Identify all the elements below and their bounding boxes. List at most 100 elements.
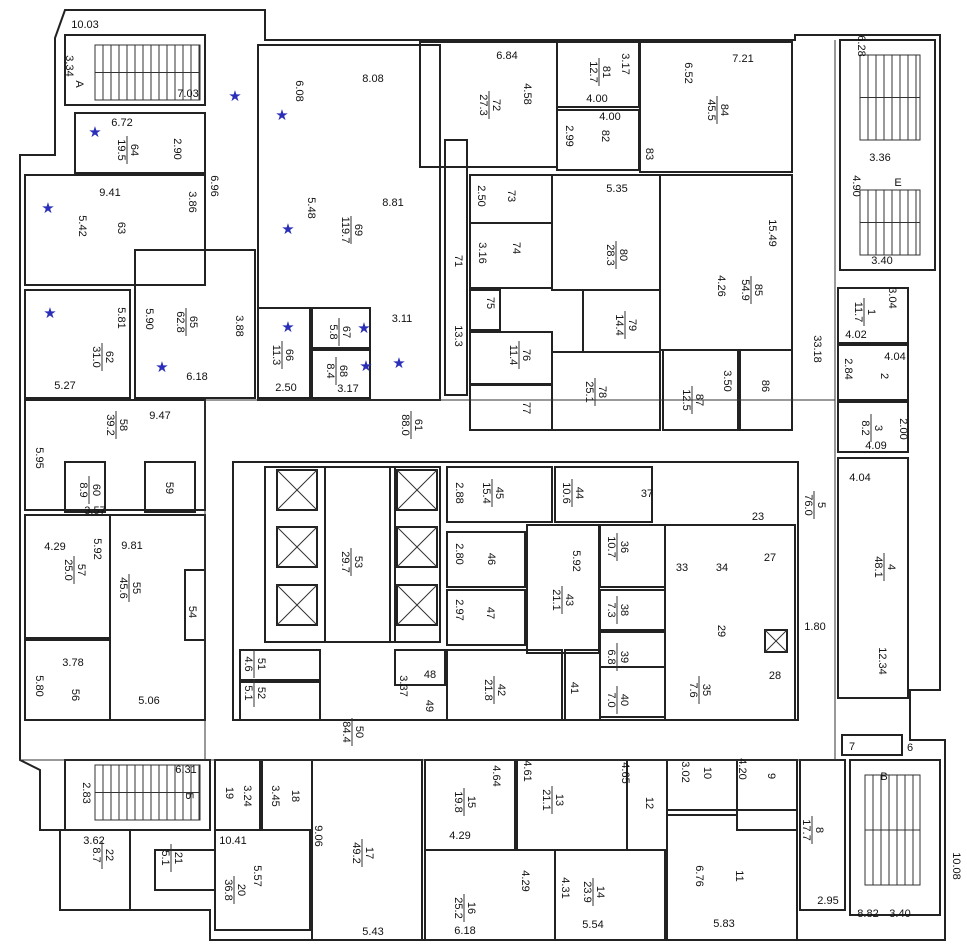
elevator-icon <box>396 469 438 511</box>
room-wall <box>837 457 909 699</box>
room-wall <box>239 681 321 721</box>
room-wall <box>59 829 131 911</box>
room-wall <box>664 524 796 721</box>
room-wall <box>551 351 661 431</box>
room-label: 525.1 <box>242 679 267 707</box>
room-wall <box>24 289 131 399</box>
stair-icon <box>864 774 921 886</box>
room-label: 407.0 <box>605 686 630 714</box>
dimension-label: 5.92 <box>91 538 103 559</box>
dimension-label: 10.08 <box>950 852 962 880</box>
markers: ★★★★★★★★★★★ <box>41 88 405 376</box>
room-number: 3 <box>872 425 884 431</box>
room-number: 10 <box>701 767 713 779</box>
star-icon: ★ <box>41 200 54 217</box>
dimension-label: 5.81 <box>115 307 127 328</box>
room-wall <box>64 34 206 106</box>
room-number: 27 <box>764 552 776 564</box>
dimension-label: 6.72 <box>111 117 132 129</box>
room-number: 40 <box>618 694 630 706</box>
room-number: 83 <box>643 148 655 160</box>
room-number: 50 <box>353 726 365 738</box>
dimension-label: 5.35 <box>606 183 627 195</box>
room-wall <box>446 531 526 588</box>
room-area: 21.8 <box>482 679 494 700</box>
room-wall <box>311 349 371 399</box>
dimension-label: 3.40 <box>889 908 910 920</box>
dimension-label: 4.64 <box>490 765 502 786</box>
room-area: 88.0 <box>399 414 411 435</box>
room-number: 62 <box>103 351 115 363</box>
room-area: 17.7 <box>800 819 812 840</box>
room-number: 69 <box>352 224 364 236</box>
room-label: 608.9 <box>77 476 102 504</box>
stairwells <box>94 44 921 886</box>
room-number: 58 <box>117 419 129 431</box>
dimension-label: 4.31 <box>559 877 571 898</box>
room-number: 17 <box>363 847 375 859</box>
stair-icon <box>859 189 921 256</box>
dimension-label: 4.58 <box>521 83 533 104</box>
room-area: 7.3 <box>605 602 617 617</box>
dimension-label: 4.00 <box>599 111 620 123</box>
room-area: 6.8 <box>605 649 617 664</box>
room-label: 111.7 <box>852 298 877 326</box>
room-number: 53 <box>352 556 364 568</box>
dimension-label: 10.03 <box>71 19 99 31</box>
room-area: 12.7 <box>587 61 599 82</box>
dimension-label: 4.04 <box>849 472 870 484</box>
room-wall <box>837 287 909 344</box>
dimension-label: 2.97 <box>453 599 465 620</box>
room-area: 11.4 <box>507 345 519 366</box>
dimension-label: 6.84 <box>496 50 517 62</box>
dimension-label: 3.17 <box>337 383 358 395</box>
room-area: 4.6 <box>242 656 254 671</box>
room-area: 7.0 <box>605 692 617 707</box>
room-number: 77 <box>520 402 532 414</box>
room-number: 9 <box>765 773 777 779</box>
room-number: 86 <box>759 380 771 392</box>
room-number: 71 <box>452 255 464 267</box>
room-area: 25.2 <box>452 897 464 918</box>
room-wall <box>389 466 441 643</box>
room-area: 76.0 <box>802 494 814 515</box>
room-number: 75 <box>484 297 496 309</box>
room-number: 34 <box>716 562 728 574</box>
room-label: 675.8 <box>327 318 352 346</box>
dimension-label: 5.57 <box>251 865 263 886</box>
dimension-label: 4.04 <box>884 351 905 363</box>
room-number: 78 <box>596 386 608 398</box>
room-area: 25.0 <box>62 559 74 580</box>
room-number: 80 <box>617 249 629 261</box>
dimension-label: 10.41 <box>219 835 247 847</box>
dimension-label: 9.47 <box>149 410 170 422</box>
room-wall <box>394 649 446 686</box>
room-area: 5.8 <box>327 324 339 339</box>
room-area: 29.7 <box>339 551 351 572</box>
room-number: 23 <box>752 511 764 523</box>
room-number: 61 <box>412 419 424 431</box>
star-icon: ★ <box>228 88 241 105</box>
room-area: 10.6 <box>560 482 572 503</box>
room-number: 85 <box>752 284 764 296</box>
dimension-label: 9.41 <box>99 187 120 199</box>
dimension-label: 3.86 <box>186 191 198 212</box>
dimension-label: 6.31 <box>175 764 196 776</box>
room-number: 36 <box>618 541 630 553</box>
room-number: 51 <box>255 658 267 670</box>
dimension-label: 6.18 <box>454 925 475 937</box>
stair-icon <box>94 764 201 821</box>
room-wall <box>134 249 256 399</box>
star-icon: ★ <box>392 355 405 372</box>
